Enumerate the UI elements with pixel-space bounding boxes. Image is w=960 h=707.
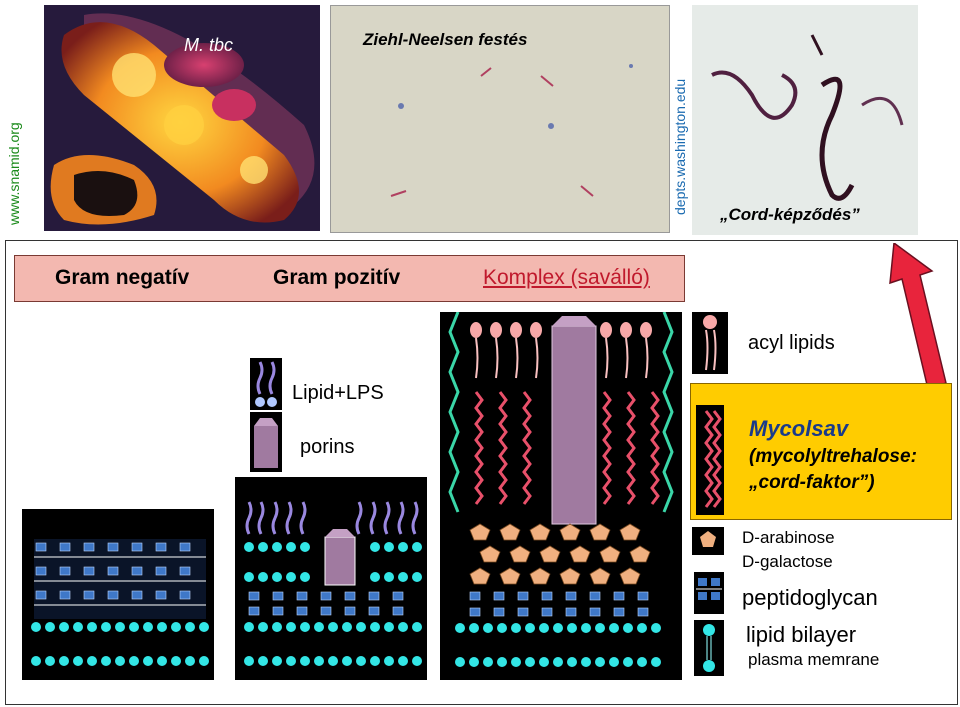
ziehl-neelsen-label: Ziehl-Neelsen festés [363, 30, 528, 49]
mycolic-acid-title: Mycolsav [749, 416, 849, 441]
complex-acid-fast-link[interactable]: Komplex (saválló) [483, 266, 650, 289]
cord-formation-micrograph: „Cord-képződés” [692, 5, 918, 235]
cord-formation-art [692, 5, 918, 235]
ziehl-neelsen-art [331, 6, 669, 232]
mycolic-acid-icon [696, 405, 724, 515]
outer-zigzag [448, 311, 674, 513]
gram-negative-art [31, 539, 209, 666]
acid-fast-art [448, 311, 674, 667]
gram-negative-envelope [22, 509, 214, 680]
cord-factor-label: „cord-faktor”) [749, 472, 875, 493]
acid-fast-envelope [440, 311, 682, 680]
category-banner: Gram negatív Gram pozitív Komplex (savál… [14, 255, 685, 302]
lipid-bilayer-label: lipid bilayer [746, 622, 857, 647]
porins-label: porins [300, 436, 355, 458]
galactose-label: D-galactose [742, 552, 833, 571]
lps-layer [245, 501, 419, 535]
lipid-lps-label: Lipid+LPS [292, 382, 384, 404]
source-credit-washington[interactable]: depts.washington.edu [672, 78, 688, 215]
porin-protein [324, 529, 356, 586]
plasma-membrane-label: plasma memrane [748, 650, 880, 669]
porins-icon [250, 412, 282, 472]
mtbc-micrograph: M. tbc [44, 5, 320, 231]
mycolic-acid-chains [474, 391, 660, 505]
peptidoglycan-label: peptidoglycan [742, 585, 878, 610]
acyl-lipids-icon [692, 312, 728, 374]
mycolic-acid-subtitle: (mycolyltrehalose: [749, 446, 917, 467]
cord-formation-label: „Cord-képződés” [720, 205, 860, 224]
arabinose-label: D-arabinose [742, 528, 835, 547]
arabinogalactan [469, 523, 651, 585]
lipid-bilayer-icon [694, 620, 724, 676]
gram-negative-label: Gram negatív [55, 266, 190, 289]
peptidoglycan-layer [34, 539, 206, 619]
mtbc-micrograph-art [44, 5, 320, 231]
source-credit-snamid[interactable]: www.snamid.org [6, 122, 22, 225]
lipid-lps-icon [250, 358, 282, 410]
arabinose-galactose-icon [692, 527, 724, 555]
gram-positive-envelope [235, 477, 427, 680]
large-porin [551, 316, 597, 525]
gram-positive-label: Gram pozitív [273, 266, 401, 289]
lipid-bilayer [31, 622, 209, 666]
diagram-frame [5, 240, 958, 705]
acyl-lipids-label: acyl lipids [748, 332, 835, 354]
ziehl-neelsen-micrograph: Ziehl-Neelsen festés [330, 5, 670, 233]
red-arrow-icon [889, 243, 947, 390]
acyl-lipid-heads [470, 322, 652, 338]
mtbc-label: M. tbc [184, 35, 234, 55]
mycolic-acid-highlight: Mycolsav (mycolyltrehalose: „cord-faktor… [690, 383, 952, 520]
peptidoglycan-icon [694, 572, 724, 614]
gram-positive-art [244, 501, 422, 666]
